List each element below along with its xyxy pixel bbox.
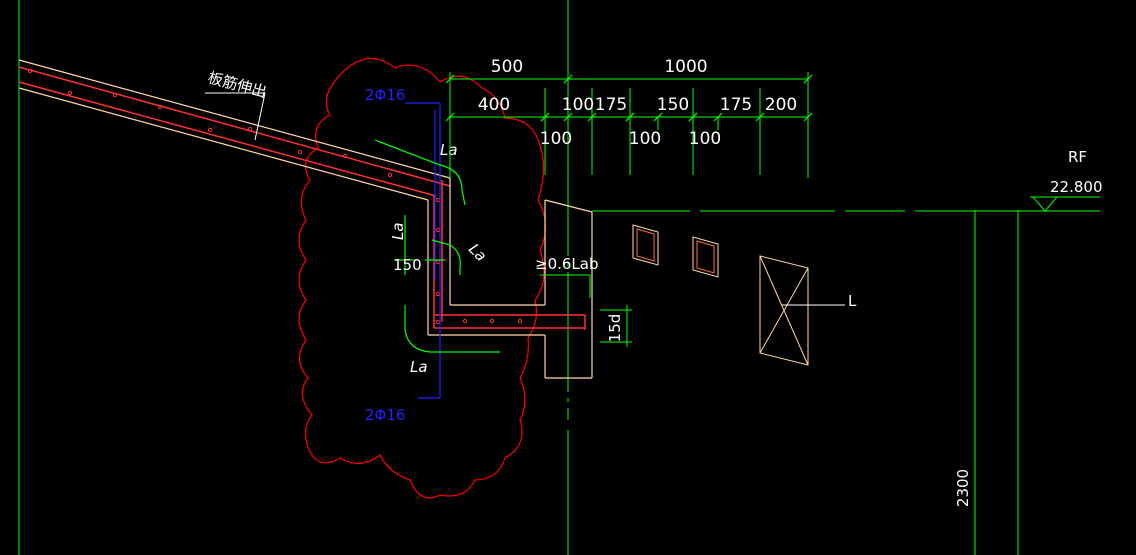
dim-row1-label: 500: [491, 57, 523, 77]
dim-row1-slash: [445, 74, 455, 84]
level-value: 22.800: [1050, 178, 1103, 196]
slab-rebar: [18, 66, 451, 197]
dim-150: 150: [393, 256, 422, 274]
wall-openings: [632, 224, 809, 366]
rebar-label-top: 2Φ16: [365, 86, 405, 104]
blue-callout-lines: [405, 102, 441, 399]
dim-row2-label: 175: [595, 95, 627, 115]
beam-outline: [427, 178, 593, 379]
revision-cloud: [298, 57, 547, 499]
height-2300: 2300: [954, 469, 972, 507]
level-label: RF: [1068, 148, 1087, 166]
dim-15d: 15d: [606, 314, 624, 343]
rebar-label-bottom: 2Φ16: [365, 406, 405, 424]
dim-row1-slash: [803, 74, 813, 84]
dimension-row-3: 100 100 100: [540, 112, 723, 149]
dim-row2-label: 100: [562, 95, 594, 115]
level-line: [592, 196, 1100, 212]
dim-row3-slash: [688, 112, 698, 122]
section-marker: L: [848, 292, 857, 310]
slab-outline: [18, 59, 451, 201]
dim-row1-label: 1000: [664, 57, 707, 77]
beam-rebar: [433, 180, 586, 330]
la-upper: La: [440, 141, 458, 159]
la-left: La: [389, 222, 407, 240]
dim-row2-label: 200: [765, 95, 797, 115]
slab-stirrup-dots: [27, 68, 393, 178]
dim-row3-slash: [540, 112, 550, 122]
dim-row3-slash: [625, 112, 635, 122]
dim-row2-slash: [755, 112, 765, 122]
dim-row3-label: 100: [689, 129, 721, 149]
axis-lines: [18, 0, 1019, 555]
dim-row3-label: 100: [540, 129, 572, 149]
lab-leader: [540, 274, 591, 298]
dim-row1-slash: [563, 74, 573, 84]
dim-row3-slash: [713, 112, 723, 122]
dim-row2-slash: [803, 112, 813, 122]
slab-note-leader: [205, 92, 266, 141]
dim-15d-lines: [600, 305, 632, 347]
dim-row3-label: 100: [629, 129, 661, 149]
dim-row2-slash: [445, 112, 455, 122]
dim-row2-label: 175: [720, 95, 752, 115]
lab-note: ≥0.6Lab: [535, 255, 599, 273]
dim-row3-slash: [653, 112, 663, 122]
anchorage-bars: [374, 139, 500, 353]
dim-row2-label: 400: [478, 95, 510, 115]
dim-row3-slash: [563, 112, 573, 122]
dim-row2-label: 150: [657, 95, 689, 115]
la-bottom: La: [410, 358, 428, 376]
